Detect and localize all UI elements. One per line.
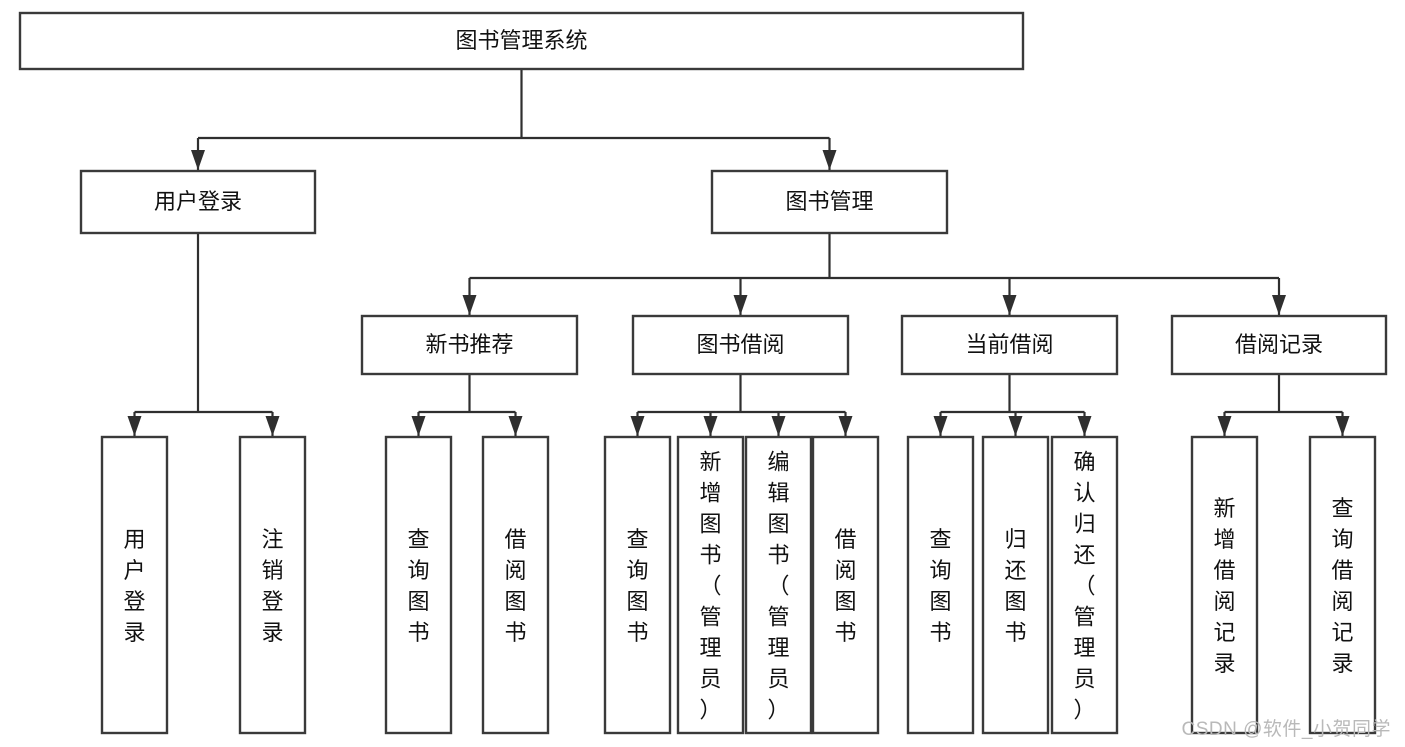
link-borrow-record-arrow-0 — [1217, 416, 1232, 436]
node-leaf-add-borrow-record[interactable]: 新增借阅记录 — [1190, 435, 1259, 735]
node-label-leaf-user-logout: 注销登录 — [261, 527, 283, 645]
node-box-leaf-query-borrow-record — [1308, 435, 1377, 735]
link-new-book-recommend-arrow-1 — [508, 416, 523, 436]
node-box-new-book-recommend — [360, 314, 579, 376]
node-label-root: 图书管理系统 — [455, 28, 587, 53]
node-label-current-borrow: 当前借阅 — [965, 332, 1053, 357]
node-label-leaf-query-book-3: 查询图书 — [929, 527, 951, 645]
node-leaf-edit-book-admin[interactable]: 编辑图书（管理员） — [744, 435, 813, 735]
csdn-watermark: CSDN @软件_小贺同学 — [1181, 719, 1391, 740]
node-box-leaf-confirm-return-admin — [1050, 435, 1119, 735]
node-box-leaf-query-book-2 — [603, 435, 672, 735]
node-label-leaf-query-book-2: 查询图书 — [626, 527, 648, 645]
node-box-borrow-record — [1170, 314, 1388, 376]
node-root[interactable]: 图书管理系统 — [18, 11, 1025, 71]
node-label-leaf-query-borrow-record: 查询借阅记录 — [1331, 496, 1353, 676]
node-book-manage[interactable]: 图书管理 — [710, 169, 949, 235]
link-current-borrow-arrow-2 — [1077, 416, 1092, 436]
link-book-manage-arrow-2 — [1002, 295, 1017, 315]
node-box-leaf-add-book-admin — [676, 435, 745, 735]
link-book-borrow-arrow-3 — [838, 416, 853, 436]
link-root-arrow-1 — [822, 150, 837, 170]
node-box-leaf-borrow-book-1 — [481, 435, 550, 735]
node-label-leaf-user-login: 用户登录 — [123, 527, 145, 645]
link-root-arrow-0 — [191, 150, 205, 170]
node-leaf-query-book-2[interactable]: 查询图书 — [603, 435, 672, 735]
node-box-leaf-borrow-book-2 — [811, 435, 880, 735]
link-book-borrow-arrow-2 — [771, 416, 786, 436]
node-label-leaf-return-book: 归还图书 — [1004, 527, 1026, 645]
node-leaf-add-book-admin[interactable]: 新增图书（管理员） — [676, 435, 745, 735]
node-leaf-user-login[interactable]: 用户登录 — [100, 435, 169, 735]
node-user-login[interactable]: 用户登录 — [79, 169, 317, 235]
node-label-book-manage: 图书管理 — [785, 189, 873, 214]
link-book-borrow-arrow-1 — [703, 416, 718, 436]
node-box-leaf-add-borrow-record — [1190, 435, 1259, 735]
node-label-borrow-record: 借阅记录 — [1235, 332, 1323, 357]
node-box-leaf-user-logout — [238, 435, 307, 735]
link-book-manage-arrow-3 — [1272, 295, 1286, 315]
node-leaf-borrow-book-2[interactable]: 借阅图书 — [811, 435, 880, 735]
node-new-book-recommend[interactable]: 新书推荐 — [360, 314, 579, 376]
node-label-book-borrow: 图书借阅 — [696, 332, 784, 357]
link-book-manage-arrow-0 — [462, 295, 477, 315]
node-box-leaf-return-book — [981, 435, 1050, 735]
node-leaf-user-logout[interactable]: 注销登录 — [238, 435, 307, 735]
node-leaf-query-book-1[interactable]: 查询图书 — [384, 435, 453, 735]
link-new-book-recommend-arrow-0 — [411, 416, 426, 436]
node-box-leaf-user-login — [100, 435, 169, 735]
node-current-borrow[interactable]: 当前借阅 — [900, 314, 1119, 376]
node-box-book-manage — [710, 169, 949, 235]
link-current-borrow-arrow-1 — [1008, 416, 1023, 436]
node-leaf-query-borrow-record[interactable]: 查询借阅记录 — [1308, 435, 1377, 735]
link-current-borrow-arrow-0 — [933, 416, 948, 436]
node-box-current-borrow — [900, 314, 1119, 376]
link-book-manage-arrow-1 — [733, 295, 748, 315]
node-label-leaf-borrow-book-2: 借阅图书 — [834, 527, 856, 645]
node-box-book-borrow — [631, 314, 850, 376]
node-label-leaf-add-borrow-record: 新增借阅记录 — [1213, 496, 1235, 676]
node-leaf-confirm-return-admin[interactable]: 确认归还（管理员） — [1050, 435, 1119, 735]
link-user-login-arrow-1 — [265, 416, 280, 436]
node-book-borrow[interactable]: 图书借阅 — [631, 314, 850, 376]
node-box-leaf-query-book-1 — [384, 435, 453, 735]
node-box-user-login — [79, 169, 317, 235]
node-leaf-return-book[interactable]: 归还图书 — [981, 435, 1050, 735]
node-leaf-query-book-3[interactable]: 查询图书 — [906, 435, 975, 735]
link-book-borrow-arrow-0 — [630, 416, 645, 436]
connector-layer — [127, 69, 1350, 436]
node-label-leaf-add-book-admin: 新增图书（管理员） — [699, 450, 721, 723]
node-layer: 图书管理系统用户登录图书管理新书推荐图书借阅当前借阅借阅记录用户登录注销登录查询… — [18, 11, 1388, 735]
node-leaf-borrow-book-1[interactable]: 借阅图书 — [481, 435, 550, 735]
node-label-leaf-edit-book-admin: 编辑图书（管理员） — [767, 450, 789, 723]
node-box-leaf-query-book-3 — [906, 435, 975, 735]
node-label-user-login: 用户登录 — [154, 189, 242, 214]
link-borrow-record-arrow-1 — [1335, 416, 1350, 436]
node-label-leaf-confirm-return-admin: 确认归还（管理员） — [1073, 450, 1095, 723]
node-label-leaf-borrow-book-1: 借阅图书 — [504, 527, 526, 645]
link-user-login-arrow-0 — [127, 416, 142, 436]
node-borrow-record[interactable]: 借阅记录 — [1170, 314, 1388, 376]
node-label-new-book-recommend: 新书推荐 — [425, 332, 513, 357]
node-label-leaf-query-book-1: 查询图书 — [407, 527, 429, 645]
node-box-leaf-edit-book-admin — [744, 435, 813, 735]
node-box-root — [18, 11, 1025, 71]
